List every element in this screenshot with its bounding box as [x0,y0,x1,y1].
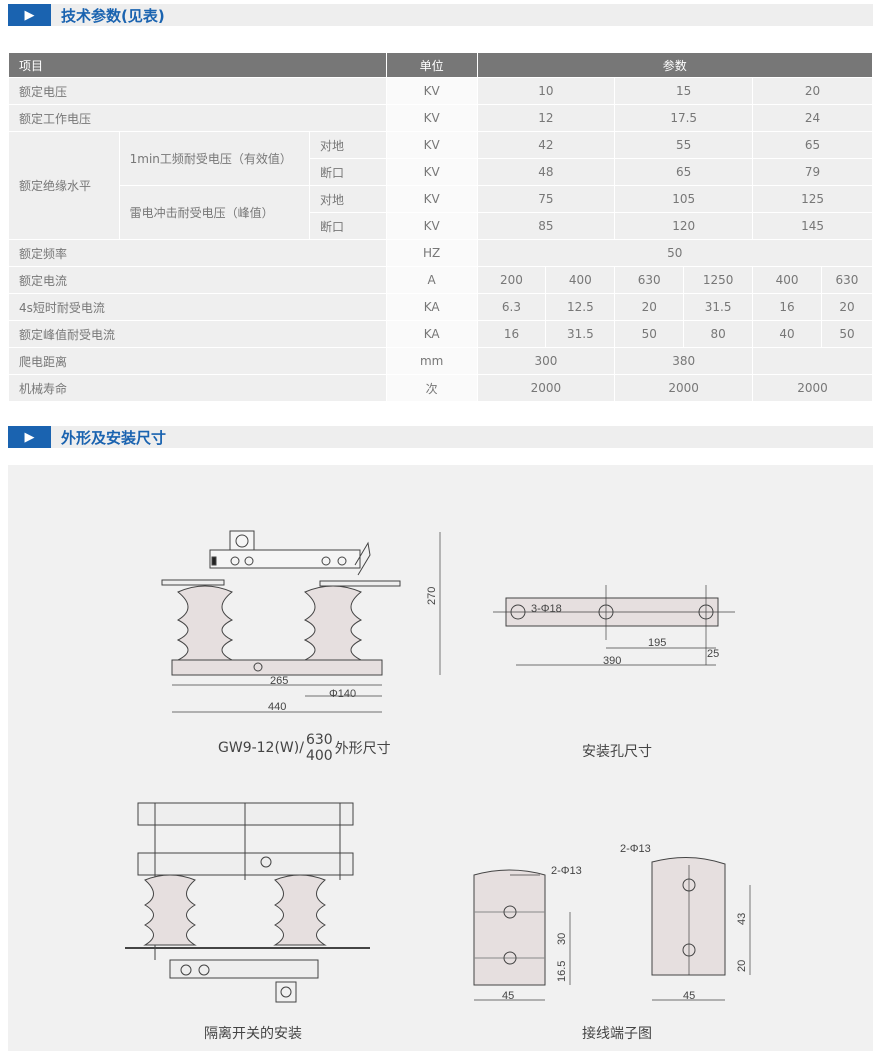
svg-text:3-Φ18: 3-Φ18 [531,603,562,615]
installation-drawing [125,802,370,1003]
table-header: 项目单位参数 [8,52,874,78]
mounting-hole-drawing: 3-Φ18 195 390 25 [493,585,735,667]
section-header-dims: ▶ 外形及安装尺寸 [8,426,873,448]
model-fraction: 630 400 [305,732,333,764]
outline-caption: GW9-12(W)/ 630 400 外形尺寸 [218,732,391,764]
terminal-drawing: 2-Φ13 30 16.5 45 2-Φ13 43 20 45 [473,843,751,1002]
svg-text:Φ140: Φ140 [329,688,356,700]
svg-text:45: 45 [683,990,695,1002]
section-title: 技术参数(见表) [61,6,165,25]
svg-text:440: 440 [268,701,286,713]
mounting-caption: 安装孔尺寸 [582,744,652,760]
svg-text:195: 195 [648,637,666,649]
svg-text:16.5: 16.5 [556,961,568,982]
play-arrow-icon: ▶ [8,4,51,26]
play-arrow-icon: ▶ [8,426,51,448]
svg-text:2-Φ13: 2-Φ13 [620,843,651,855]
outline-drawing: 270 265 Φ140 440 [161,530,441,713]
terminal-caption: 接线端子图 [582,1026,652,1042]
svg-text:43: 43 [736,913,748,925]
installation-caption: 隔离开关的安装 [204,1026,302,1042]
drawings-panel [8,465,873,1051]
svg-text:265: 265 [270,675,288,687]
svg-text:2-Φ13: 2-Φ13 [551,865,582,877]
svg-text:390: 390 [603,655,621,667]
svg-text:30: 30 [556,933,568,945]
svg-text:45: 45 [502,990,514,1002]
section-header-tech: ▶ 技术参数(见表) [8,4,873,26]
svg-text:20: 20 [736,960,748,972]
section-title: 外形及安装尺寸 [61,428,167,447]
svg-text:25: 25 [707,648,719,660]
svg-text:270: 270 [426,587,438,605]
